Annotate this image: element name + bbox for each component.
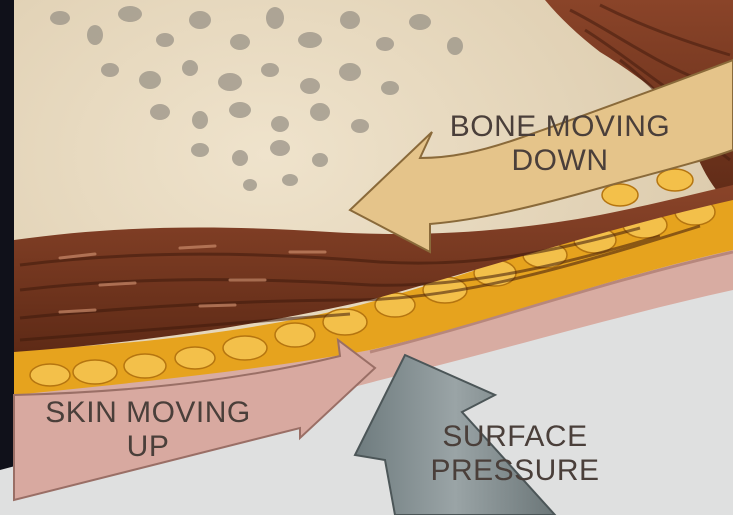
label-line: UP <box>18 430 278 464</box>
label-line: DOWN <box>430 144 690 178</box>
label-bone-moving-down: BONE MOVING DOWN <box>430 110 690 178</box>
label-line: BONE MOVING <box>430 110 690 144</box>
label-line: PRESSURE <box>405 454 625 488</box>
label-line: SKIN MOVING <box>18 396 278 430</box>
label-surface-pressure: SURFACE PRESSURE <box>405 420 625 488</box>
label-line: SURFACE <box>405 420 625 454</box>
label-skin-moving-up: SKIN MOVING UP <box>18 396 278 464</box>
